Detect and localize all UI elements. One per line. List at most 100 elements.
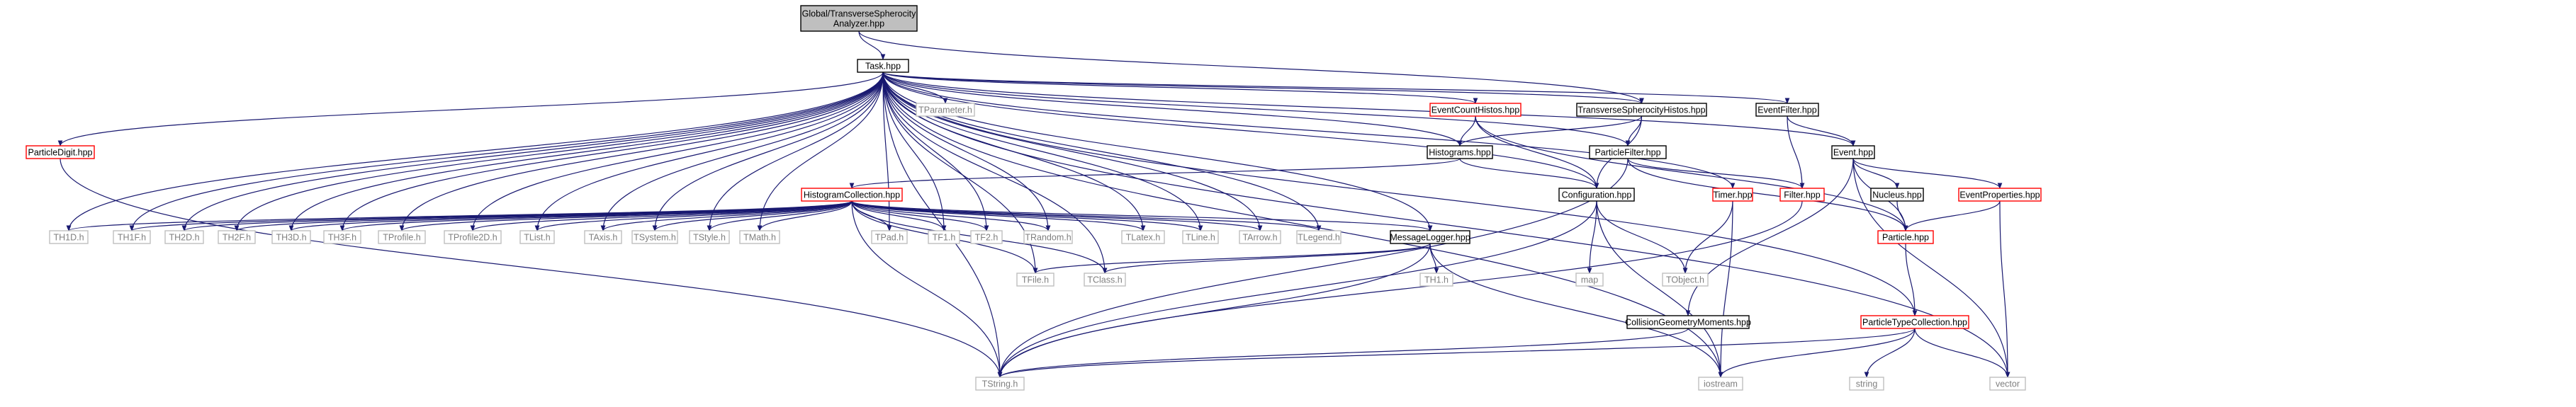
node-ptc[interactable]: ParticleTypeCollection.hpp	[1860, 315, 1969, 329]
node-label: TF1.h	[933, 233, 956, 243]
node-label: Global/TransverseSpherocity	[802, 9, 916, 19]
node-label: Configuration.hpp	[1562, 190, 1632, 200]
edge-task-to-tpad	[882, 71, 892, 231]
node-th1d: TH1D.h	[49, 230, 89, 244]
node-tobject: TObject.h	[1662, 273, 1709, 287]
edge-task-to-th2d	[181, 71, 884, 231]
edge-task-to-tline	[882, 71, 1203, 231]
edge-task-to-eventfilter	[882, 71, 1789, 104]
node-label: TFile.h	[1022, 275, 1049, 285]
node-label: Particle.hpp	[1882, 233, 1929, 243]
edge-task-to-taxis	[600, 71, 884, 231]
node-task[interactable]: Task.hpp	[857, 59, 909, 73]
edge-eventcounthistos-to-configuration	[1475, 115, 1599, 189]
edge-task-to-histograms	[882, 71, 1463, 147]
node-particlefilter[interactable]: ParticleFilter.hpp	[1589, 145, 1667, 159]
edge-task-to-tstyle	[707, 71, 884, 231]
edge-particle-to-ptc	[1905, 243, 1918, 316]
node-th3d: TH3D.h	[271, 230, 311, 244]
edge-event-to-eventprops	[1852, 158, 2003, 189]
edge-ptc-to-tstring	[997, 328, 1916, 378]
edge-histocoll-to-tstring	[851, 200, 1003, 378]
edge-msglogger-to-iostream	[1429, 243, 1723, 378]
node-eventprops[interactable]: EventProperties.hpp	[1958, 188, 2042, 202]
node-tpad: TPad.h	[871, 230, 908, 244]
node-tline: TLine.h	[1182, 230, 1219, 244]
node-tssh[interactable]: TransverseSpherocityHistos.hpp	[1576, 103, 1707, 117]
node-label: EventProperties.hpp	[1959, 190, 2040, 200]
node-label: EventFilter.hpp	[1757, 105, 1816, 115]
node-tprofile: TProfile.h	[378, 230, 426, 244]
edge-task-to-tprofile	[399, 71, 884, 231]
node-label: TPad.h	[875, 233, 904, 243]
edge-histocoll-to-th3d	[288, 200, 853, 231]
node-tlatex: TLatex.h	[1121, 230, 1165, 244]
node-msglogger[interactable]: MessageLogger.hpp	[1390, 230, 1470, 244]
edge-histocoll-to-tprofile	[399, 200, 853, 231]
edge-histocoll-to-th1f	[130, 200, 853, 231]
edge-histocoll-to-tlatex	[851, 200, 1146, 231]
edge-root-to-task	[858, 30, 886, 60]
edge-tssh-to-particlefilter	[1625, 115, 1643, 147]
edge-task-to-timer	[882, 71, 1736, 189]
node-label: Timer.hpp	[1713, 190, 1752, 200]
node-label: EventCountHistos.hpp	[1432, 105, 1519, 115]
edge-msglogger-to-tstring	[997, 243, 1431, 378]
edge-task-to-tprofile2d	[470, 71, 884, 231]
node-th1: TH1.h	[1419, 273, 1453, 287]
node-filter[interactable]: Filter.hpp	[1779, 188, 1825, 202]
node-label: string	[1856, 379, 1878, 389]
edge-task-to-configuration	[882, 71, 1599, 189]
node-nucleus[interactable]: Nucleus.hpp	[1870, 188, 1924, 202]
edge-task-to-tarrow	[882, 71, 1263, 231]
edge-event-to-nucleus	[1852, 158, 1900, 189]
node-particledigit[interactable]: ParticleDigit.hpp	[26, 145, 95, 159]
edge-task-to-tf1	[882, 71, 947, 231]
node-configuration[interactable]: Configuration.hpp	[1558, 188, 1635, 202]
node-label: TSystem.h	[634, 233, 676, 243]
edge-task-to-tsystem	[652, 71, 884, 231]
edge-task-to-tssh	[882, 71, 1644, 104]
node-label: TAxis.h	[589, 233, 618, 243]
node-label: Task.hpp	[865, 62, 901, 71]
node-eventfilter[interactable]: EventFilter.hpp	[1755, 103, 1819, 117]
node-label: TParameter.h	[918, 105, 972, 115]
edge-msglogger-to-tfile	[1033, 243, 1431, 274]
node-tlegend: TLegend.h	[1296, 230, 1342, 244]
edge-task-to-th3d	[288, 71, 884, 231]
node-vector: vector	[1989, 377, 2026, 391]
node-th3f: TH3F.h	[323, 230, 361, 244]
node-particle[interactable]: Particle.hpp	[1877, 230, 1934, 244]
edge-histocoll-to-tlist	[534, 200, 853, 231]
edge-histocoll-to-tlegend	[851, 200, 1322, 231]
node-tprofile2d: TProfile2D.h	[444, 230, 502, 244]
node-label: TH2F.h	[223, 233, 251, 243]
node-histocoll[interactable]: HistogramCollection.hpp	[801, 188, 903, 202]
edge-eventprops-to-vector	[1999, 200, 2010, 378]
node-tf1: TF1.h	[928, 230, 960, 244]
node-label: TransverseSpherocityHistos.hpp	[1577, 105, 1705, 115]
node-tstyle: TStyle.h	[689, 230, 730, 244]
edge-particlefilter-to-tstring	[997, 158, 1629, 378]
node-iostream: iostream	[1698, 377, 1743, 391]
node-collgeom[interactable]: CollisionGeometryMoments.hpp	[1625, 315, 1751, 329]
edge-task-to-tmath	[757, 71, 884, 231]
node-event[interactable]: Event.hpp	[1831, 145, 1875, 159]
node-label: TMath.h	[743, 233, 776, 243]
edge-root-to-tssh	[858, 30, 1644, 104]
node-tsystem: TSystem.h	[631, 230, 678, 244]
edge-histocoll-to-taxis	[600, 200, 853, 231]
node-eventcounthistos[interactable]: EventCountHistos.hpp	[1429, 103, 1522, 117]
node-label: TList.h	[524, 233, 551, 243]
edge-task-to-tstring	[882, 71, 1003, 378]
node-label: iostream	[1704, 379, 1738, 389]
node-th2f: TH2F.h	[218, 230, 256, 244]
node-histograms[interactable]: Histograms.hpp	[1427, 145, 1493, 159]
node-label: MessageLogger.hpp	[1390, 233, 1470, 243]
node-label: HistogramCollection.hpp	[804, 190, 900, 200]
edge-task-to-th1f	[129, 71, 884, 231]
node-timer[interactable]: Timer.hpp	[1712, 188, 1753, 202]
edge-task-to-vector	[882, 71, 2010, 378]
